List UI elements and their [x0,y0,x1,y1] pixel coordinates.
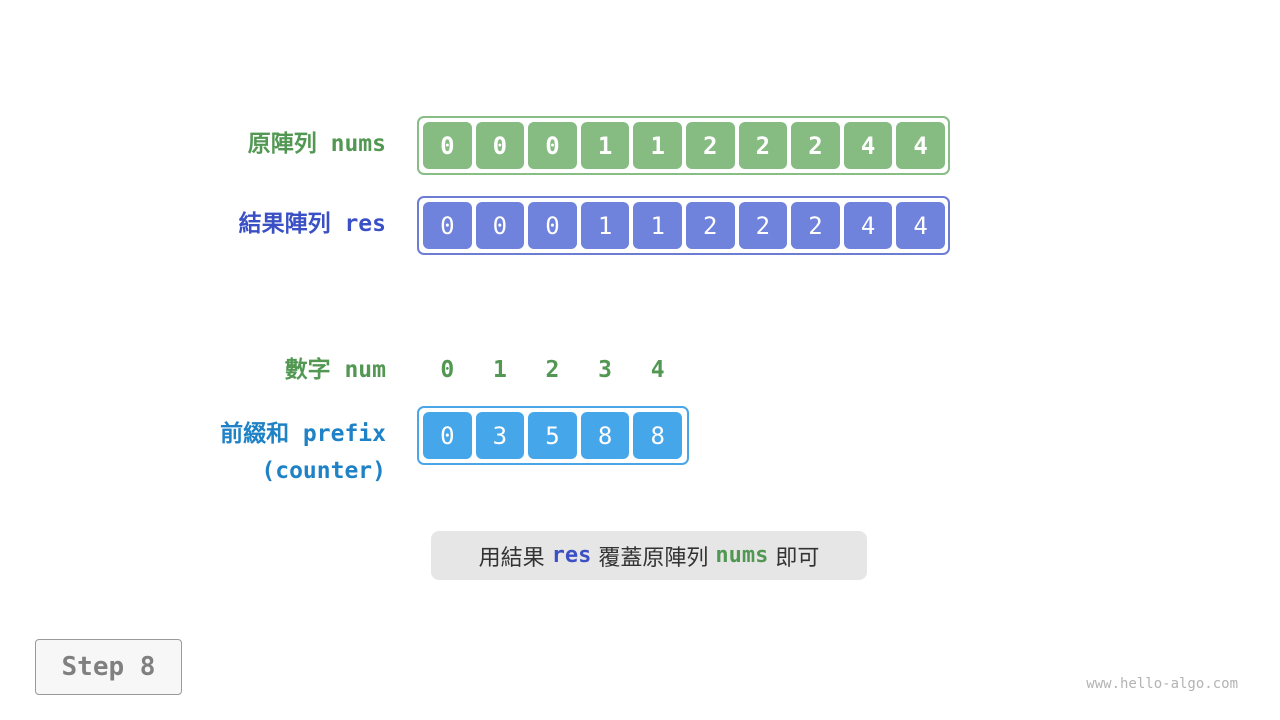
res-cell: 2 [685,202,735,249]
nums-cell: 4 [843,122,893,169]
prefix-counter-label: (counter) [261,458,386,484]
res-cell: 0 [423,202,472,249]
nums-cell: 0 [528,122,577,169]
res-cell: 0 [528,202,577,249]
num-index: 0 [440,357,455,383]
nums-cell: 2 [791,122,840,169]
nums-cell: 1 [633,122,682,169]
nums-cell: 4 [896,122,945,169]
watermark: www.hello-algo.com [1086,676,1238,692]
res-cell: 4 [843,202,893,249]
nums-cell: 0 [475,122,525,169]
note-keyword-nums: nums [715,543,769,568]
nums-array: 0 0 0 1 1 2 2 2 4 4 [417,116,950,175]
num-index: 3 [598,357,613,383]
res-cell: 2 [791,202,840,249]
note-text: 用結果 [478,545,552,571]
prefix-label: 前綴和 prefix [220,421,386,447]
nums-cell: 2 [738,122,788,169]
prefix-cell: 3 [475,412,525,459]
res-cell: 0 [475,202,525,249]
prefix-array: 0 3 5 8 8 [417,406,689,465]
step-indicator: Step 8 [35,639,182,695]
explanation-note: 用結果 res 覆蓋原陣列 nums 即可 [431,531,867,580]
prefix-cell: 0 [423,412,472,459]
prefix-cell: 8 [580,412,630,459]
note-text: 即可 [768,545,820,571]
num-index: 4 [650,357,665,383]
res-cell: 1 [580,202,630,249]
res-cell: 1 [633,202,682,249]
nums-cell: 2 [685,122,735,169]
num-index: 2 [545,357,560,383]
nums-cell: 1 [580,122,630,169]
note-keyword-res: res [551,543,592,568]
res-array: 0 0 0 1 1 2 2 2 4 4 [417,196,950,255]
note-text: 覆蓋原陣列 [591,545,716,571]
res-cell: 2 [738,202,788,249]
prefix-cell: 8 [633,412,682,459]
prefix-cell: 5 [528,412,577,459]
num-index: 1 [492,357,507,383]
nums-cell: 0 [423,122,472,169]
num-label: 數字 num [284,357,386,383]
res-label: 結果陣列 res [238,211,386,237]
nums-label: 原陣列 nums [247,131,386,157]
res-cell: 4 [896,202,945,249]
